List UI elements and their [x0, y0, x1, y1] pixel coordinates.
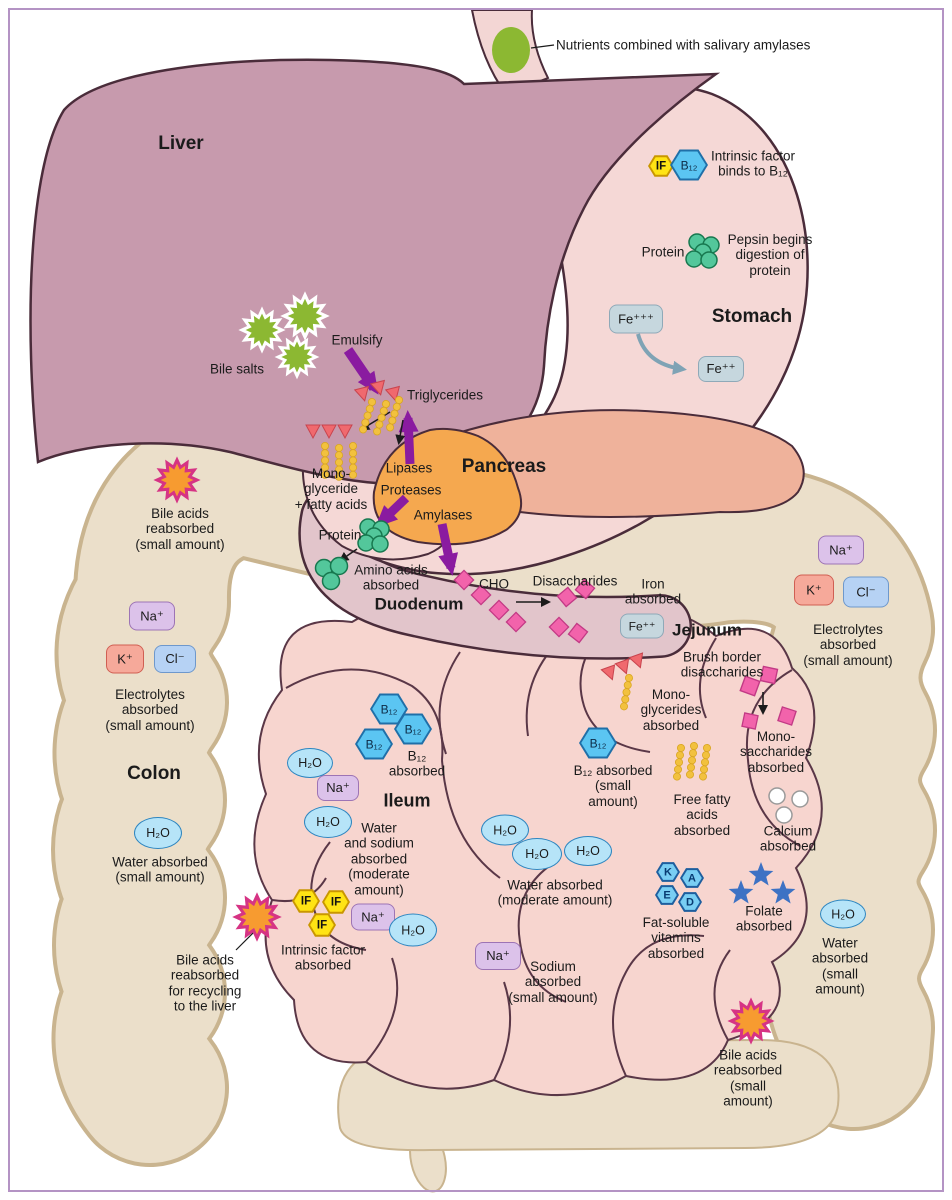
cho-label: CHO — [479, 576, 509, 592]
water-molecule-badge: H₂O — [134, 817, 182, 849]
water-molecule-badge: H₂O — [512, 838, 562, 870]
lipase-arrow — [398, 410, 419, 465]
disaccharides-label: Disaccharides — [532, 573, 618, 589]
bile-right-label: Bile acids reabsorbed (small amount) — [713, 1047, 783, 1109]
ferrous-iron-badge: Fe⁺⁺ — [620, 613, 664, 639]
vitamin-k-hexagon: K — [656, 862, 680, 882]
amino-acids-label: Amino acids absorbed — [354, 562, 428, 593]
pancreas-body-shape — [432, 409, 805, 518]
triglycerides-label: Triglycerides — [407, 387, 484, 403]
potassium-badge: K⁺ — [106, 644, 144, 674]
emulsify-arrow — [343, 347, 379, 395]
arrows — [235, 333, 768, 951]
colon-label: Colon — [127, 763, 181, 785]
amylase-arrow — [437, 523, 458, 576]
fat-soluble-label: Fat-soluble vitamins absorbed — [642, 914, 710, 961]
lipases-label: Lipases — [385, 460, 433, 476]
iron-conversion-arrow — [636, 333, 687, 375]
b12-absorbed-label: B₁₂ absorbed — [388, 748, 446, 779]
calcium-label: Calcium absorbed — [759, 823, 817, 854]
monoglycerides-abs-label: Mono- glycerides absorbed — [640, 686, 702, 733]
folate-label: Folate absorbed — [735, 903, 793, 934]
bolus-oval — [492, 27, 530, 73]
vitamin-d-hexagon: D — [678, 892, 702, 912]
bolus-leader-line — [530, 44, 555, 49]
brush-border-label: Brush border disaccharides — [680, 649, 764, 680]
water-molecule-badge: H₂O — [564, 836, 612, 866]
bile-salts-label: Bile salts — [209, 361, 265, 377]
electrolytes-right-label: Electrolytes absorbed (small amount) — [803, 621, 893, 668]
protein-duodenum-label: Protein — [318, 527, 362, 543]
intrinsic-factor-hexagon: IF — [322, 890, 350, 914]
liver-label: Liver — [158, 133, 204, 155]
duodenum-label: Duodenum — [374, 594, 464, 614]
jejunum-label: Jejunum — [672, 620, 742, 640]
sodium-small-label: Sodium absorbed (small amount) — [508, 958, 598, 1005]
water-sodium-label: Water and sodium absorbed (moderate amou… — [344, 820, 414, 898]
potassium-badge: K⁺ — [794, 574, 834, 606]
ferrous-iron-badge: Fe⁺⁺ — [698, 356, 744, 382]
protease-arrow — [375, 494, 410, 528]
pepsin-note: Pepsin begins digestion of protein — [727, 231, 813, 278]
sodium-badge: Na⁺ — [129, 601, 175, 631]
sodium-badge: Na⁺ — [818, 535, 864, 565]
water-molecule-badge: H₂O — [389, 913, 437, 947]
iron-absorbed-label: Iron absorbed — [624, 576, 682, 607]
monosaccharides-label: Mono- saccharides absorbed — [739, 728, 813, 775]
water-left-label: Water absorbed (small amount) — [112, 854, 208, 885]
protein-stomach-label: Protein — [641, 244, 685, 260]
water-molecule-badge: H₂O — [287, 748, 333, 778]
water-molecule-badge: H₂O — [481, 814, 529, 846]
protein-molecule-icons — [314, 233, 720, 591]
liver-shape — [29, 58, 721, 486]
water-molecule-badge: H₂O — [820, 899, 866, 929]
calcium-icons — [768, 787, 809, 824]
pancreas-label: Pancreas — [461, 456, 547, 478]
sodium-badge: Na⁺ — [351, 903, 395, 931]
intrinsic-binds-note: Intrinsic factor binds to B₁₂ — [710, 148, 796, 179]
free-fatty-label: Free fatty acids absorbed — [673, 791, 731, 838]
bile-left-label: Bile acids reabsorbed (small amount) — [135, 505, 225, 552]
water-moderate-label: Water absorbed (moderate amount) — [497, 877, 613, 908]
intrinsic-absorbed-label: Intrinsic factor absorbed — [280, 942, 366, 973]
vitamin-e-hexagon: E — [655, 885, 679, 905]
sodium-badge: Na⁺ — [475, 942, 521, 970]
emulsify-label: Emulsify — [331, 332, 383, 348]
proteases-label: Proteases — [380, 482, 442, 498]
chloride-badge: Cl⁻ — [154, 645, 196, 673]
bile-recycling-label: Bile acids reabsorbed for recycling to t… — [168, 952, 242, 1014]
vitamin-a-hexagon: A — [680, 868, 704, 888]
ileum-label: Ileum — [383, 790, 431, 811]
intrinsic-factor-hexagon: IF — [308, 913, 336, 937]
intrinsic-factor-hexagon: IF — [648, 155, 674, 177]
water-molecule-badge: H₂O — [304, 806, 352, 838]
b12-small-label: B₁₂ absorbed (small amount) — [573, 762, 653, 809]
water-right-label: Water absorbed (small amount) — [811, 935, 869, 997]
nutrients-note: Nutrients combined with salivary amylase… — [556, 37, 811, 53]
amylases-label: Amylases — [413, 507, 473, 523]
b12-hexagon: B₁₂ — [394, 713, 432, 745]
electrolytes-left-label: Electrolytes absorbed (small amount) — [105, 686, 195, 733]
monoglyceride-label: Mono- glyceride + fatty acids — [294, 465, 368, 512]
chloride-badge: Cl⁻ — [843, 576, 889, 608]
bile-recycling-leader-line — [235, 929, 257, 951]
intrinsic-factor-hexagon: IF — [292, 889, 320, 913]
ferric-iron-badge: Fe⁺⁺⁺ — [609, 304, 663, 334]
stomach-label: Stomach — [711, 306, 793, 328]
triglyceride-split-arrow-2 — [395, 419, 406, 445]
sodium-badge: Na⁺ — [317, 775, 359, 801]
